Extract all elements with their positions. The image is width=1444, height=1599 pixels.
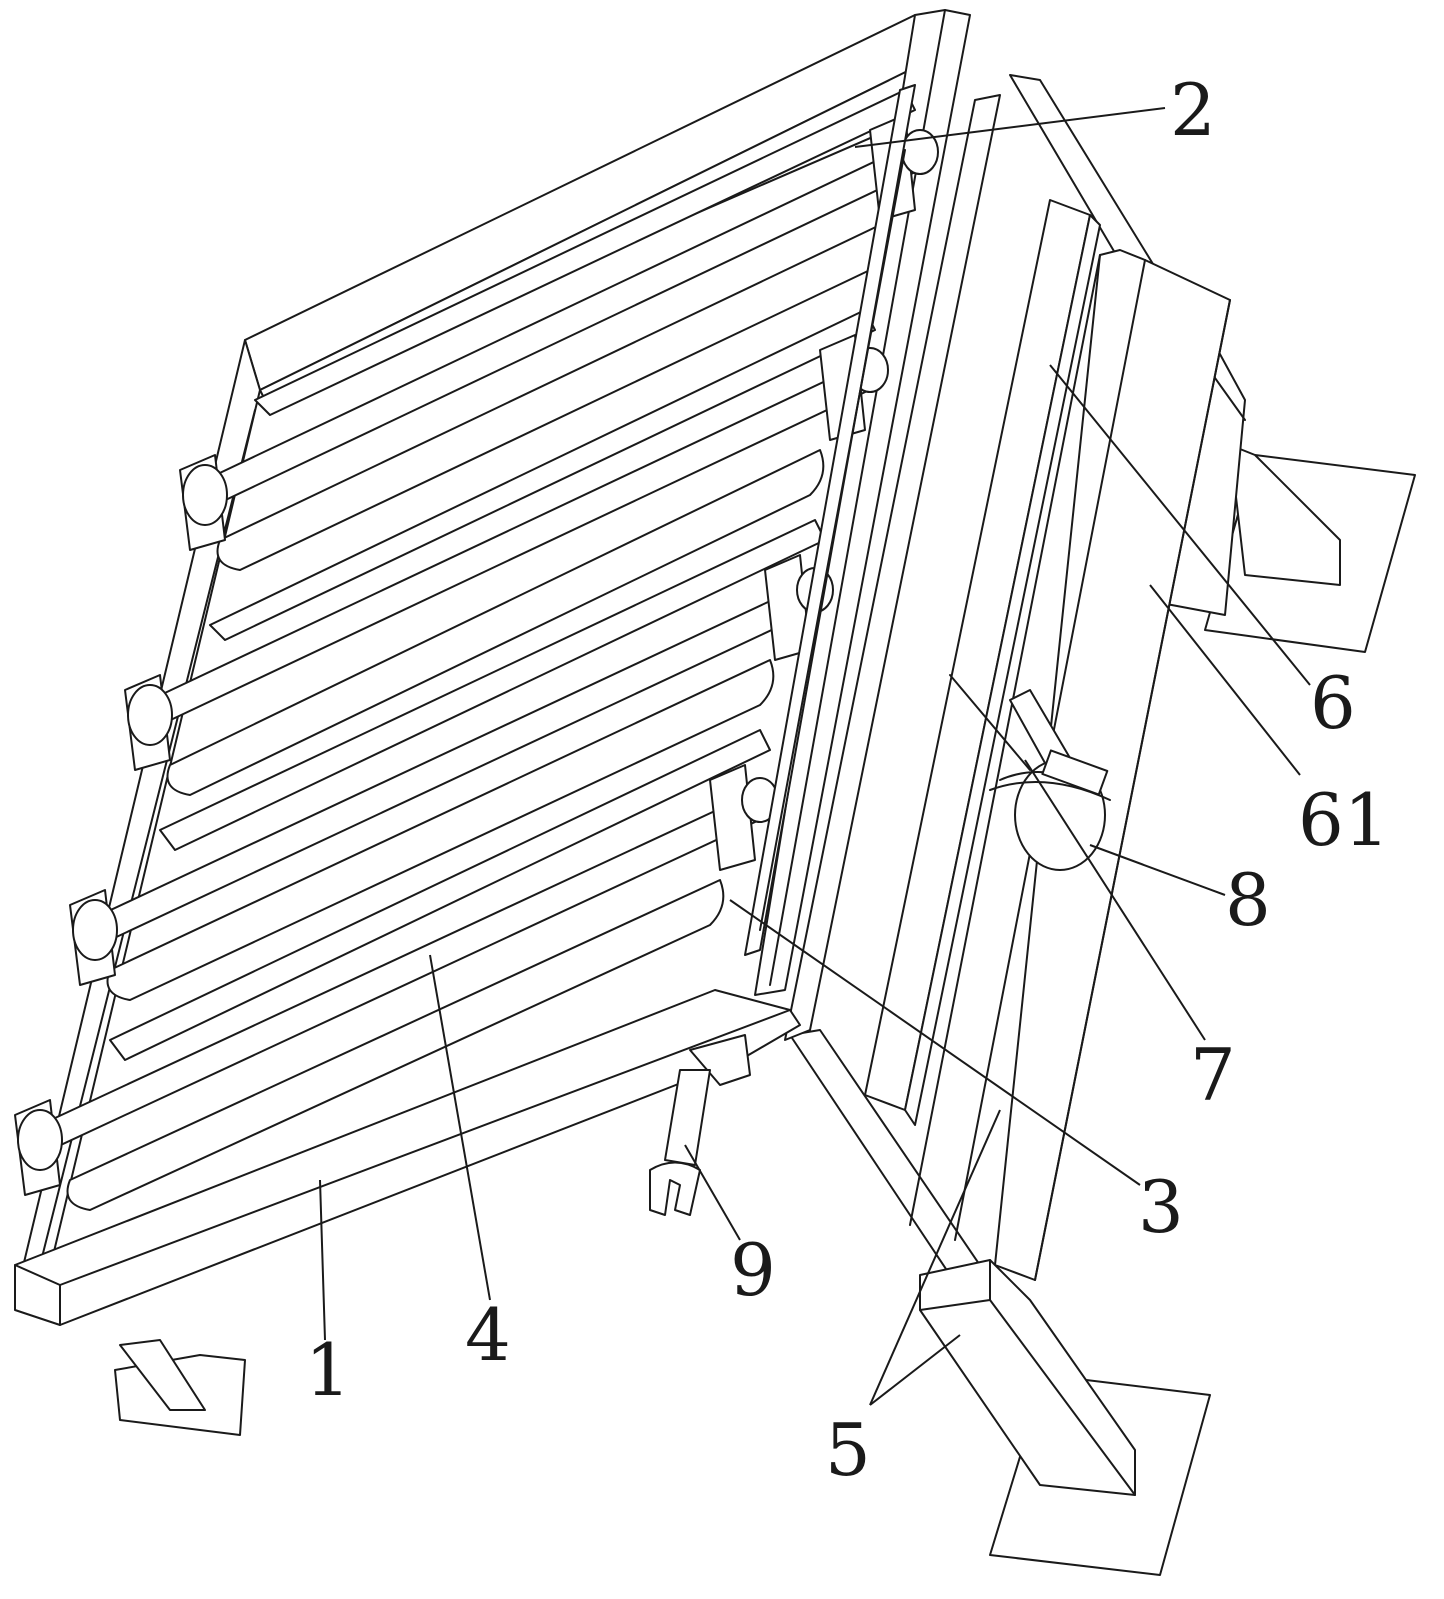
main-frame — [14, 9, 971, 1436]
leader-9 — [684, 1144, 741, 1241]
side-rail-outer — [784, 94, 1001, 1041]
handle-grip — [649, 1161, 701, 1216]
handle-rod — [649, 1034, 751, 1216]
frame-bottom-rail — [14, 989, 801, 1326]
side-panels — [784, 94, 1231, 1281]
callout-7: 7 — [1190, 1033, 1236, 1117]
callout-2: 2 — [1170, 68, 1216, 152]
left-bearings — [14, 454, 228, 1196]
callout-9: 9 — [730, 1228, 776, 1312]
louver-blade — [66, 879, 725, 1211]
leader-1 — [319, 1179, 326, 1341]
louver-blade — [209, 309, 876, 641]
panel-6-face — [904, 214, 1101, 1126]
linkage-bar — [744, 84, 916, 956]
bearing — [69, 889, 118, 986]
leader-61 — [1149, 584, 1301, 776]
leader-5b — [869, 1334, 961, 1406]
callout-6: 6 — [1310, 661, 1356, 745]
leader-7 — [1024, 759, 1206, 1041]
leader-2 — [854, 107, 1166, 148]
louver-blade — [166, 449, 825, 796]
leader-5a — [869, 1109, 1001, 1406]
louver-blade — [254, 89, 916, 416]
louver-blade — [109, 729, 771, 1061]
callout-labels: 2 6 61 8 7 3 9 4 1 5 — [305, 68, 1390, 1492]
leader-8 — [1089, 844, 1226, 896]
louver-shafts — [39, 139, 931, 1151]
bearing — [709, 764, 779, 871]
leader-4 — [429, 954, 491, 1301]
callout-61: 61 — [1298, 778, 1390, 862]
louver-blade — [106, 659, 775, 1001]
callout-1: 1 — [305, 1328, 351, 1412]
callout-8: 8 — [1225, 858, 1271, 942]
linkage-bar-3 — [744, 84, 916, 956]
callout-4: 4 — [465, 1293, 511, 1377]
bearing — [124, 674, 173, 771]
bearing — [179, 454, 228, 551]
handle-rod-body — [664, 1069, 711, 1166]
bearing — [14, 1099, 63, 1196]
front-left-leg — [119, 1339, 206, 1411]
rear-support-frame — [789, 74, 1416, 1576]
leader-6 — [1049, 364, 1311, 686]
callout-3: 3 — [1138, 1165, 1184, 1249]
leader-lines — [319, 107, 1311, 1406]
louver-blades — [66, 89, 916, 1211]
callout-5: 5 — [825, 1408, 871, 1492]
leader-3 — [729, 899, 1141, 1186]
lower-right-column — [919, 1259, 1136, 1496]
